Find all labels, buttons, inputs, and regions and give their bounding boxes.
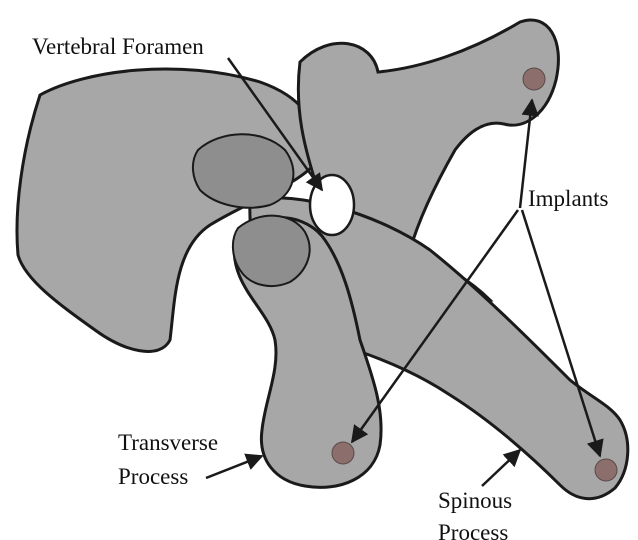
label-spinous-process-line1: Spinous bbox=[438, 486, 512, 516]
label-implants: Implants bbox=[528, 184, 609, 214]
label-transverse-process-line1: Transverse bbox=[118, 428, 218, 458]
arrow-transverse-process bbox=[206, 456, 262, 478]
implant-transverse bbox=[332, 442, 354, 464]
implant-spinous bbox=[595, 459, 617, 481]
arrow-spinous-process bbox=[482, 450, 520, 486]
label-transverse-process-line2: Process bbox=[118, 462, 188, 492]
lamina-shading bbox=[233, 216, 310, 286]
implant-top-right bbox=[523, 68, 545, 90]
label-vertebral-foramen: Vertebral Foramen bbox=[32, 32, 204, 62]
pedicle-shading bbox=[193, 134, 294, 207]
label-spinous-process-line2: Process bbox=[438, 518, 508, 540]
